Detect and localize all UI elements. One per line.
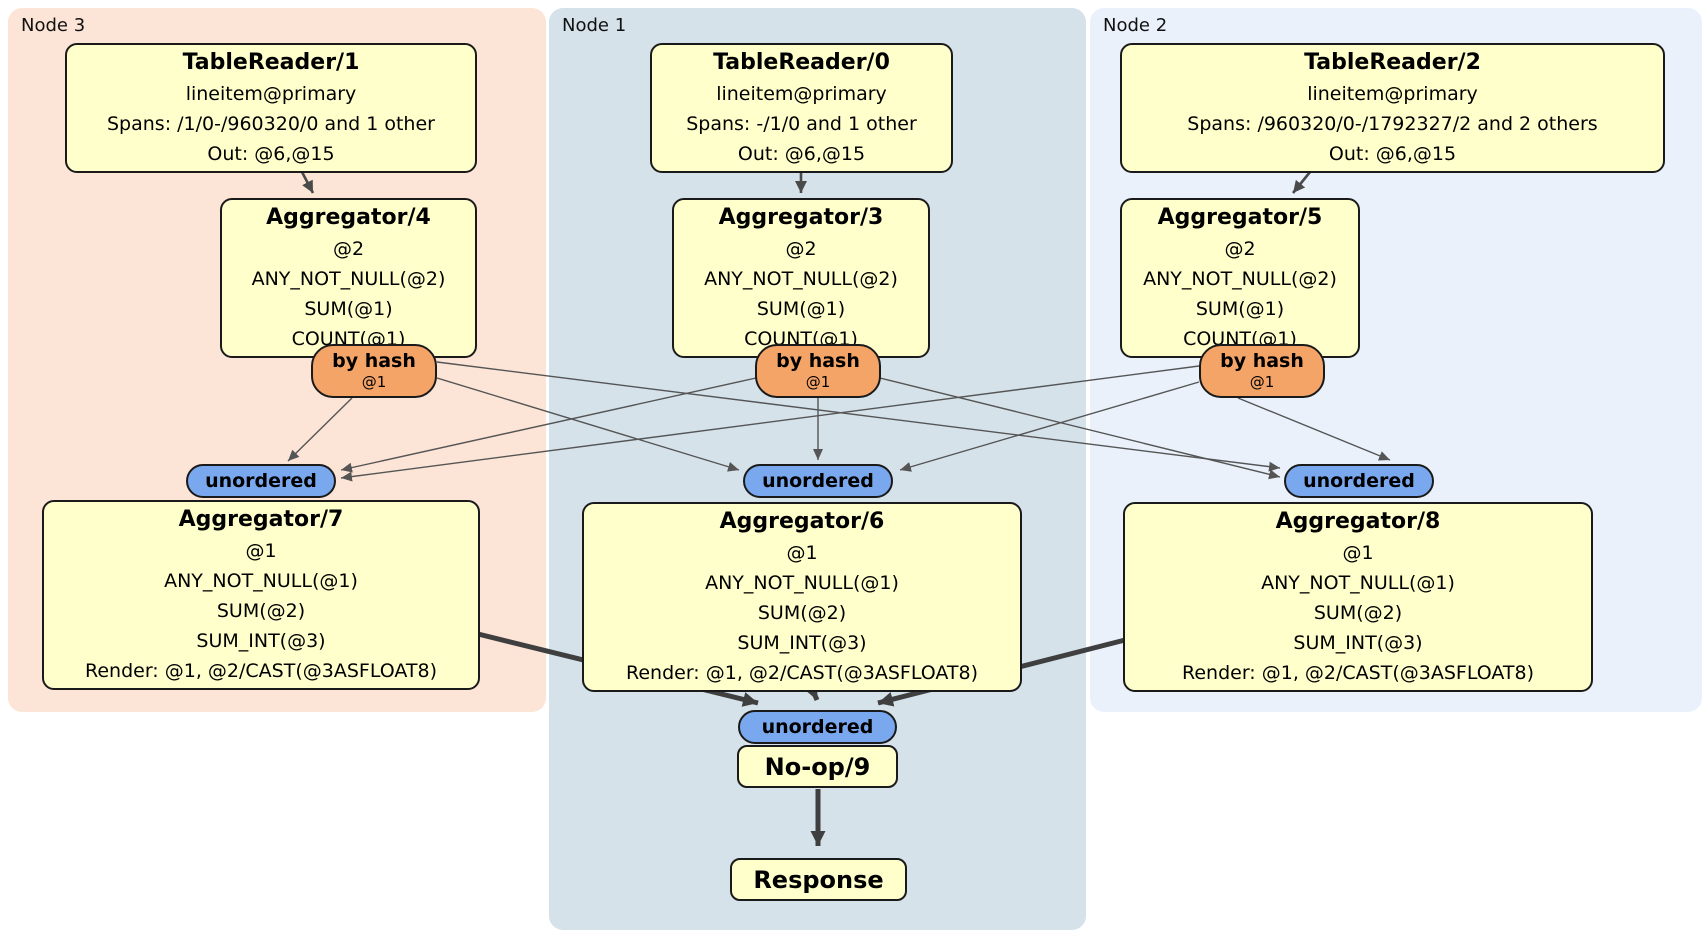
box-line: ANY_NOT_NULL(@2) bbox=[1143, 268, 1337, 290]
box-line: SUM_INT(@3) bbox=[196, 630, 326, 652]
box-title: Aggregator/6 bbox=[719, 509, 885, 534]
box-line: @2 bbox=[332, 238, 365, 260]
box-line: Spans: /1/0-/960320/0 and 1 other bbox=[107, 113, 435, 135]
box-noop-9: No-op/9 bbox=[737, 745, 898, 788]
box-line: SUM(@2) bbox=[757, 602, 847, 624]
box-line: Render: @1, @2/CAST(@3ASFLOAT8) bbox=[1182, 662, 1534, 684]
box-title: TableReader/0 bbox=[713, 50, 890, 75]
box-title: Aggregator/8 bbox=[1275, 509, 1441, 534]
box-aggregator-8: Aggregator/8 @1 ANY_NOT_NULL(@1) SUM(@2)… bbox=[1123, 502, 1593, 692]
box-line: ANY_NOT_NULL(@1) bbox=[164, 570, 358, 592]
edge-router1-sync2 bbox=[879, 377, 1281, 480]
edge-tr2-agg5 bbox=[1291, 171, 1312, 194]
box-title: TableReader/2 bbox=[1304, 50, 1481, 75]
box-aggregator-3: Aggregator/3 @2 ANY_NOT_NULL(@2) SUM(@1)… bbox=[672, 198, 930, 358]
box-line: @2 bbox=[785, 238, 817, 260]
box-line: SUM(@2) bbox=[1313, 602, 1403, 624]
box-line: Spans: /960320/0-/1792327/2 and 2 others bbox=[1187, 113, 1598, 135]
box-aggregator-6: Aggregator/6 @1 ANY_NOT_NULL(@1) SUM(@2)… bbox=[582, 502, 1022, 692]
box-line: SUM_INT(@3) bbox=[737, 632, 867, 654]
box-title: Aggregator/4 bbox=[266, 205, 431, 230]
edge-tr1-agg4 bbox=[300, 171, 315, 194]
region-node3-label: Node 3 bbox=[21, 15, 86, 36]
box-line: Spans: -/1/0 and 1 other bbox=[686, 113, 917, 135]
box-aggregator-5: Aggregator/5 @2 ANY_NOT_NULL(@2) SUM(@1)… bbox=[1120, 198, 1360, 358]
router-detail: @1 bbox=[361, 373, 387, 391]
box-line: SUM_INT(@3) bbox=[1293, 632, 1423, 654]
box-tablereader-1: TableReader/1 lineitem@primary Spans: /1… bbox=[65, 43, 477, 173]
sync-unordered-final: unordered bbox=[738, 710, 897, 744]
router-by-hash-node2: by hash @1 bbox=[1199, 344, 1325, 398]
box-line: ANY_NOT_NULL(@1) bbox=[1261, 572, 1455, 594]
box-line: Out: @6,@15 bbox=[1328, 143, 1457, 165]
box-line: SUM(@1) bbox=[304, 298, 393, 320]
box-line: @1 bbox=[245, 540, 277, 562]
box-line: Render: @1, @2/CAST(@3ASFLOAT8) bbox=[85, 660, 437, 682]
region-node2-label: Node 2 bbox=[1103, 15, 1168, 36]
box-tablereader-2: TableReader/2 lineitem@primary Spans: /9… bbox=[1120, 43, 1665, 173]
box-title: Aggregator/3 bbox=[718, 205, 884, 230]
box-line: @1 bbox=[1342, 542, 1374, 564]
box-line: Out: @6,@15 bbox=[207, 143, 335, 165]
box-line: Out: @6,@15 bbox=[737, 143, 866, 165]
edge-router1-sync3 bbox=[340, 377, 757, 473]
box-line: @1 bbox=[786, 542, 818, 564]
sync-unordered-node1: unordered bbox=[743, 464, 893, 498]
router-by-hash-node1: by hash @1 bbox=[755, 344, 881, 398]
box-title: TableReader/1 bbox=[182, 50, 360, 75]
sync-unordered-node2: unordered bbox=[1284, 464, 1434, 498]
box-title: Aggregator/7 bbox=[178, 507, 344, 532]
box-line: ANY_NOT_NULL(@2) bbox=[704, 268, 898, 290]
box-line: lineitem@primary bbox=[185, 83, 357, 105]
box-line: lineitem@primary bbox=[716, 83, 887, 105]
edge-router2-sync2 bbox=[1237, 397, 1391, 461]
box-line: lineitem@primary bbox=[1307, 83, 1478, 105]
edge-router3-sync1 bbox=[436, 377, 740, 472]
box-line: SUM(@1) bbox=[1195, 298, 1285, 320]
router-label: by hash bbox=[1220, 350, 1304, 372]
router-label: by hash bbox=[776, 350, 860, 372]
box-line: SUM(@1) bbox=[756, 298, 846, 320]
router-label: by hash bbox=[332, 350, 416, 372]
edge-router2-sync1 bbox=[899, 381, 1200, 472]
box-line: ANY_NOT_NULL(@1) bbox=[705, 572, 899, 594]
region-node1-label: Node 1 bbox=[562, 15, 627, 36]
box-tablereader-0: TableReader/0 lineitem@primary Spans: -/… bbox=[650, 43, 953, 173]
box-line: ANY_NOT_NULL(@2) bbox=[251, 268, 446, 290]
edge-router3-sync2 bbox=[436, 361, 1281, 472]
box-line: Render: @1, @2/CAST(@3ASFLOAT8) bbox=[626, 662, 978, 684]
box-title: Aggregator/5 bbox=[1157, 205, 1323, 230]
box-aggregator-4: Aggregator/4 @2 ANY_NOT_NULL(@2) SUM(@1)… bbox=[220, 198, 477, 358]
router-detail: @1 bbox=[1249, 373, 1275, 391]
box-aggregator-7: Aggregator/7 @1 ANY_NOT_NULL(@1) SUM(@2)… bbox=[42, 500, 480, 690]
box-response: Response bbox=[730, 858, 907, 901]
router-detail: @1 bbox=[805, 373, 831, 391]
box-line: SUM(@2) bbox=[216, 600, 306, 622]
edge-router3-sync3 bbox=[287, 397, 353, 462]
box-line: @2 bbox=[1224, 238, 1256, 260]
sync-unordered-node3: unordered bbox=[186, 464, 336, 498]
router-by-hash-node3: by hash @1 bbox=[311, 344, 437, 398]
edge-router2-sync3 bbox=[340, 365, 1200, 482]
